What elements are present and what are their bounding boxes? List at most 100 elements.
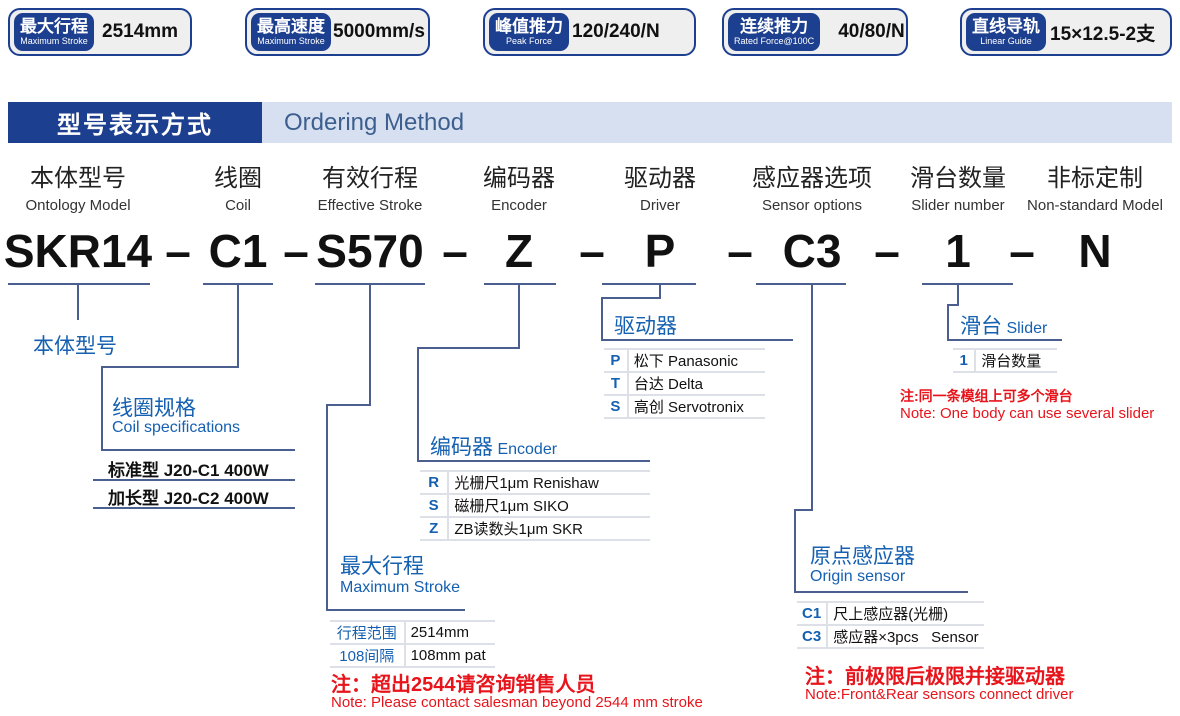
sensor-note-en: Note:Front&Rear sensors connect driver <box>805 686 1074 703</box>
table-value: 高创 Servotronix <box>627 394 765 419</box>
column-en: Encoder <box>491 197 547 214</box>
code-part-coil: C1 <box>208 225 268 277</box>
sensor-title-cn: 原点感应器 <box>810 545 915 568</box>
badge-cn: 直线导轨 <box>972 17 1040 36</box>
body-model-label: 本体型号 <box>33 335 117 358</box>
slider-note-cn: 注:同一条模组上可多个滑台 <box>900 388 1073 404</box>
code-separator: – <box>727 225 753 277</box>
column-en: Sensor options <box>761 197 863 214</box>
coil-title-en: Coil specifications <box>112 419 241 436</box>
table-key: 108间隔 <box>330 643 406 668</box>
badge-value: 120/240/N <box>572 21 660 42</box>
badge-en: Maximum Stroke <box>257 36 325 46</box>
section-title-en: Ordering Method <box>262 102 1172 143</box>
code-part-slider: 1 <box>945 225 971 277</box>
table-value: 108mm pat <box>404 643 495 668</box>
stroke-note-cn: 注：超出2544请咨询销售人员 <box>331 674 596 696</box>
column-cn: 有效行程 <box>322 165 418 192</box>
table-value: 感应器×3pcs Sensor <box>827 624 984 649</box>
badge-value: 15×12.5-2支 <box>1050 23 1156 45</box>
table-key: R <box>420 470 450 495</box>
column-en: Coil <box>225 197 251 214</box>
table-value: ZB读数头1μm SKR <box>448 516 650 541</box>
code-separator: – <box>165 225 191 277</box>
encoder-title-en: Encoder <box>497 441 558 458</box>
table-key: C3 <box>797 624 829 649</box>
code-separator: – <box>579 225 605 277</box>
code-part-driver: P <box>644 225 676 277</box>
stroke-title-en: Maximum Stroke <box>340 579 461 596</box>
badge-en: Rated Force@100C <box>734 36 815 46</box>
badge-cn: 峰值推力 <box>495 17 563 36</box>
section-title-cn: 型号表示方式 <box>8 102 262 143</box>
code-separator: – <box>1009 225 1035 277</box>
coil-title-cn: 线圈规格 <box>112 397 196 420</box>
code-part-sensor: C3 <box>782 225 842 277</box>
badge-cn: 最大行程 <box>20 17 88 36</box>
encoder-title-cn: 编码器 <box>430 436 493 459</box>
stroke-title-cn: 最大行程 <box>340 555 424 578</box>
driver-title: 驱动器 <box>614 315 677 338</box>
column-effective-stroke: 有效行程 Effective Stroke <box>318 158 423 214</box>
table-key: S <box>420 493 450 518</box>
table-value: 滑台数量 <box>975 348 1057 373</box>
column-non-standard: 非标定制 Non-standard Model <box>1027 158 1163 214</box>
column-encoder: 编码器 Encoder <box>483 158 555 214</box>
column-cn: 感应器选项 <box>752 165 872 192</box>
column-coil: 线圈 Coil <box>214 158 262 214</box>
slider-note-en: Note: One body can use several slider <box>900 405 1155 422</box>
table-value: 松下 Panasonic <box>627 348 765 373</box>
table-key: C1 <box>797 601 829 626</box>
table-key: 行程范围 <box>330 620 406 645</box>
coil-option: 标准型 J20-C1 400W <box>108 461 269 480</box>
badge-value: 5000mm/s <box>333 21 425 42</box>
column-cn: 非标定制 <box>1046 165 1143 192</box>
column-en: Driver <box>640 197 680 214</box>
table-key: T <box>604 371 629 396</box>
badge-value: 2514mm <box>102 21 179 42</box>
column-en: Effective Stroke <box>317 197 423 214</box>
column-cn: 滑台数量 <box>910 165 1006 192</box>
column-slider-number: 滑台数量 Slider number <box>910 158 1006 214</box>
badge-en: Linear Guide <box>980 36 1032 46</box>
badge-en: Peak Force <box>505 36 553 46</box>
column-cn: 线圈 <box>214 165 262 192</box>
column-cn: 本体型号 <box>30 165 126 192</box>
sensor-note-cn: 注：前极限后极限并接驱动器 <box>805 666 1065 688</box>
table-value: 尺上感应器(光栅) <box>827 601 984 626</box>
column-en: Slider number <box>911 197 1005 214</box>
code-separator: – <box>442 225 468 277</box>
column-en: Non-standard Model <box>1027 197 1163 214</box>
column-cn: 编码器 <box>483 165 555 192</box>
table-value: 2514mm <box>404 620 495 645</box>
code-part-model: SKR14 <box>3 225 153 277</box>
table-key: Z <box>420 516 450 541</box>
encoder-title: 编码器 Encoder <box>430 431 557 461</box>
table-key: S <box>604 394 629 419</box>
sensor-title-en: Origin sensor <box>810 568 906 585</box>
slider-title-en: Slider <box>1006 320 1048 337</box>
